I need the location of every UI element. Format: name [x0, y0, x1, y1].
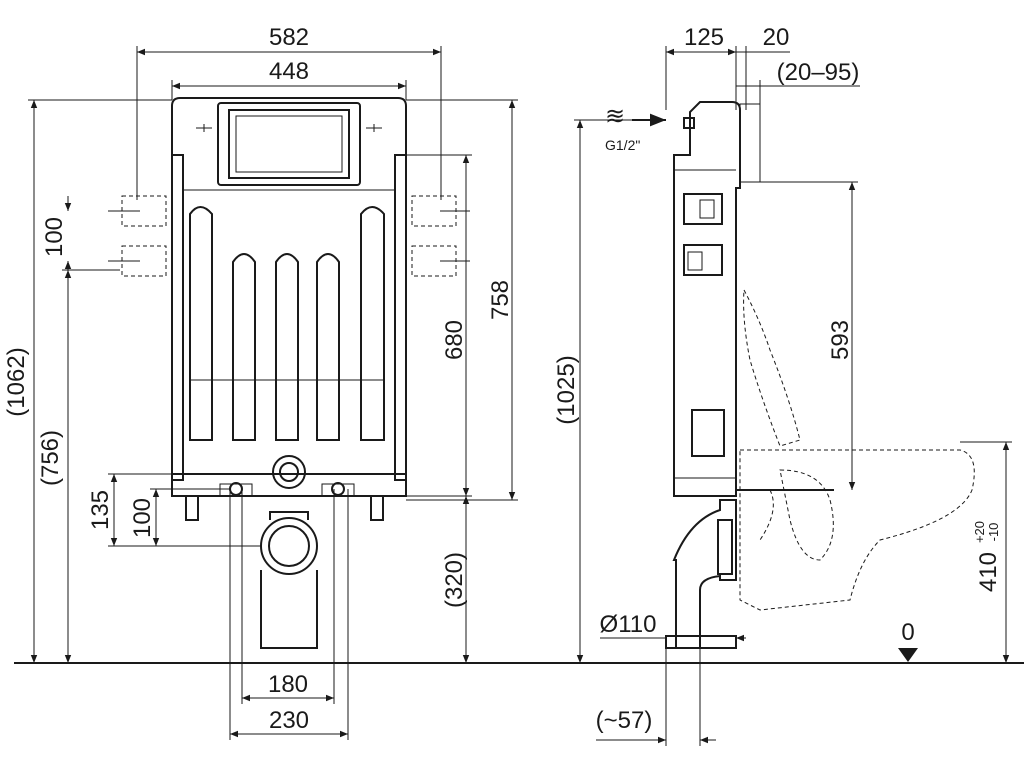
dim-floor-height: (320) — [441, 552, 468, 608]
side-frame — [673, 101, 741, 497]
side-panel-upper — [683, 193, 723, 225]
dim-bowl-height: 410 — [975, 552, 1002, 592]
dim-pipe-offset: (~57) — [596, 707, 653, 734]
dim-wall-range: (20–95) — [777, 59, 860, 86]
dim-total-height: (1062) — [3, 347, 30, 416]
front-view — [108, 97, 470, 649]
drain-pipe-body — [260, 511, 318, 649]
water-connection-right — [411, 195, 470, 277]
side-view: ≋ G1/2" — [605, 101, 975, 649]
dim-flush-135: 135 — [87, 490, 114, 530]
dim-bowl-tol-plus: +20 — [972, 521, 987, 543]
front-frame-outline — [171, 97, 407, 497]
tank-rib-3 — [275, 253, 299, 441]
front-tank-body — [182, 189, 396, 475]
bolt-left-bracket — [219, 483, 253, 496]
dim-depth: 125 — [684, 24, 724, 51]
front-left-upright — [172, 154, 184, 481]
wave-icon: ≋ — [605, 103, 625, 130]
tank-rib-5 — [360, 206, 385, 441]
dim-floor-level: 0 — [901, 619, 914, 646]
dim-bowl-tol-minus: -10 — [986, 523, 1001, 542]
floor-level-marker — [898, 648, 918, 662]
dim-spacing-100-left: 100 — [41, 217, 68, 257]
flush-plate-opening — [235, 115, 343, 173]
dim-offset: 20 — [763, 24, 790, 51]
tank-rib-4 — [316, 253, 340, 441]
side-drain-foot — [665, 635, 737, 649]
dim-frame-height: 758 — [487, 280, 514, 320]
side-panel-bottom — [691, 409, 725, 457]
side-dimensions: 125 20 (20–95) (1025) 593 410 +20 -10 0 … — [553, 24, 1012, 746]
side-panel-lower — [683, 244, 723, 276]
dim-pipe-diameter: Ø110 — [600, 611, 657, 638]
dim-lower-height: (756) — [37, 430, 64, 486]
bolt-right-bracket — [321, 483, 355, 496]
flush-plate-inner — [228, 109, 350, 179]
tank-rib-1 — [189, 206, 213, 441]
wall-hung-bowl — [739, 449, 975, 611]
bolt-left — [229, 482, 243, 496]
side-wall-bracket — [739, 103, 761, 183]
dim-flush-100: 100 — [129, 498, 156, 538]
drain-pipe-inner — [268, 525, 310, 567]
front-foot-left — [185, 496, 199, 521]
front-right-upright — [394, 154, 406, 481]
front-key-right — [366, 124, 382, 132]
water-connection-left — [108, 195, 167, 277]
side-drain-elbow — [672, 499, 737, 649]
dim-side-height: (1025) — [553, 355, 580, 424]
dim-bolt-spacing: 180 — [268, 671, 308, 698]
front-dimensions: 582 448 (1062) (756) 100 758 680 (320) — [3, 24, 518, 740]
tank-rib-2 — [232, 253, 256, 441]
inlet-label: G1/2" — [605, 137, 640, 153]
dim-outer-width: 582 — [269, 24, 309, 51]
side-inlet — [683, 117, 695, 129]
dim-feet-spacing: 230 — [269, 707, 309, 734]
flush-plate-frame — [217, 102, 361, 186]
flush-outlet-outer — [272, 455, 306, 489]
front-foot-right — [370, 496, 384, 521]
front-key-left — [196, 124, 212, 132]
dim-inner-width: 448 — [269, 58, 309, 85]
dim-tank-height: 680 — [441, 320, 468, 360]
flush-outlet-inner — [279, 462, 299, 482]
bolt-right — [331, 482, 345, 496]
dim-bracket: 593 — [827, 320, 854, 360]
